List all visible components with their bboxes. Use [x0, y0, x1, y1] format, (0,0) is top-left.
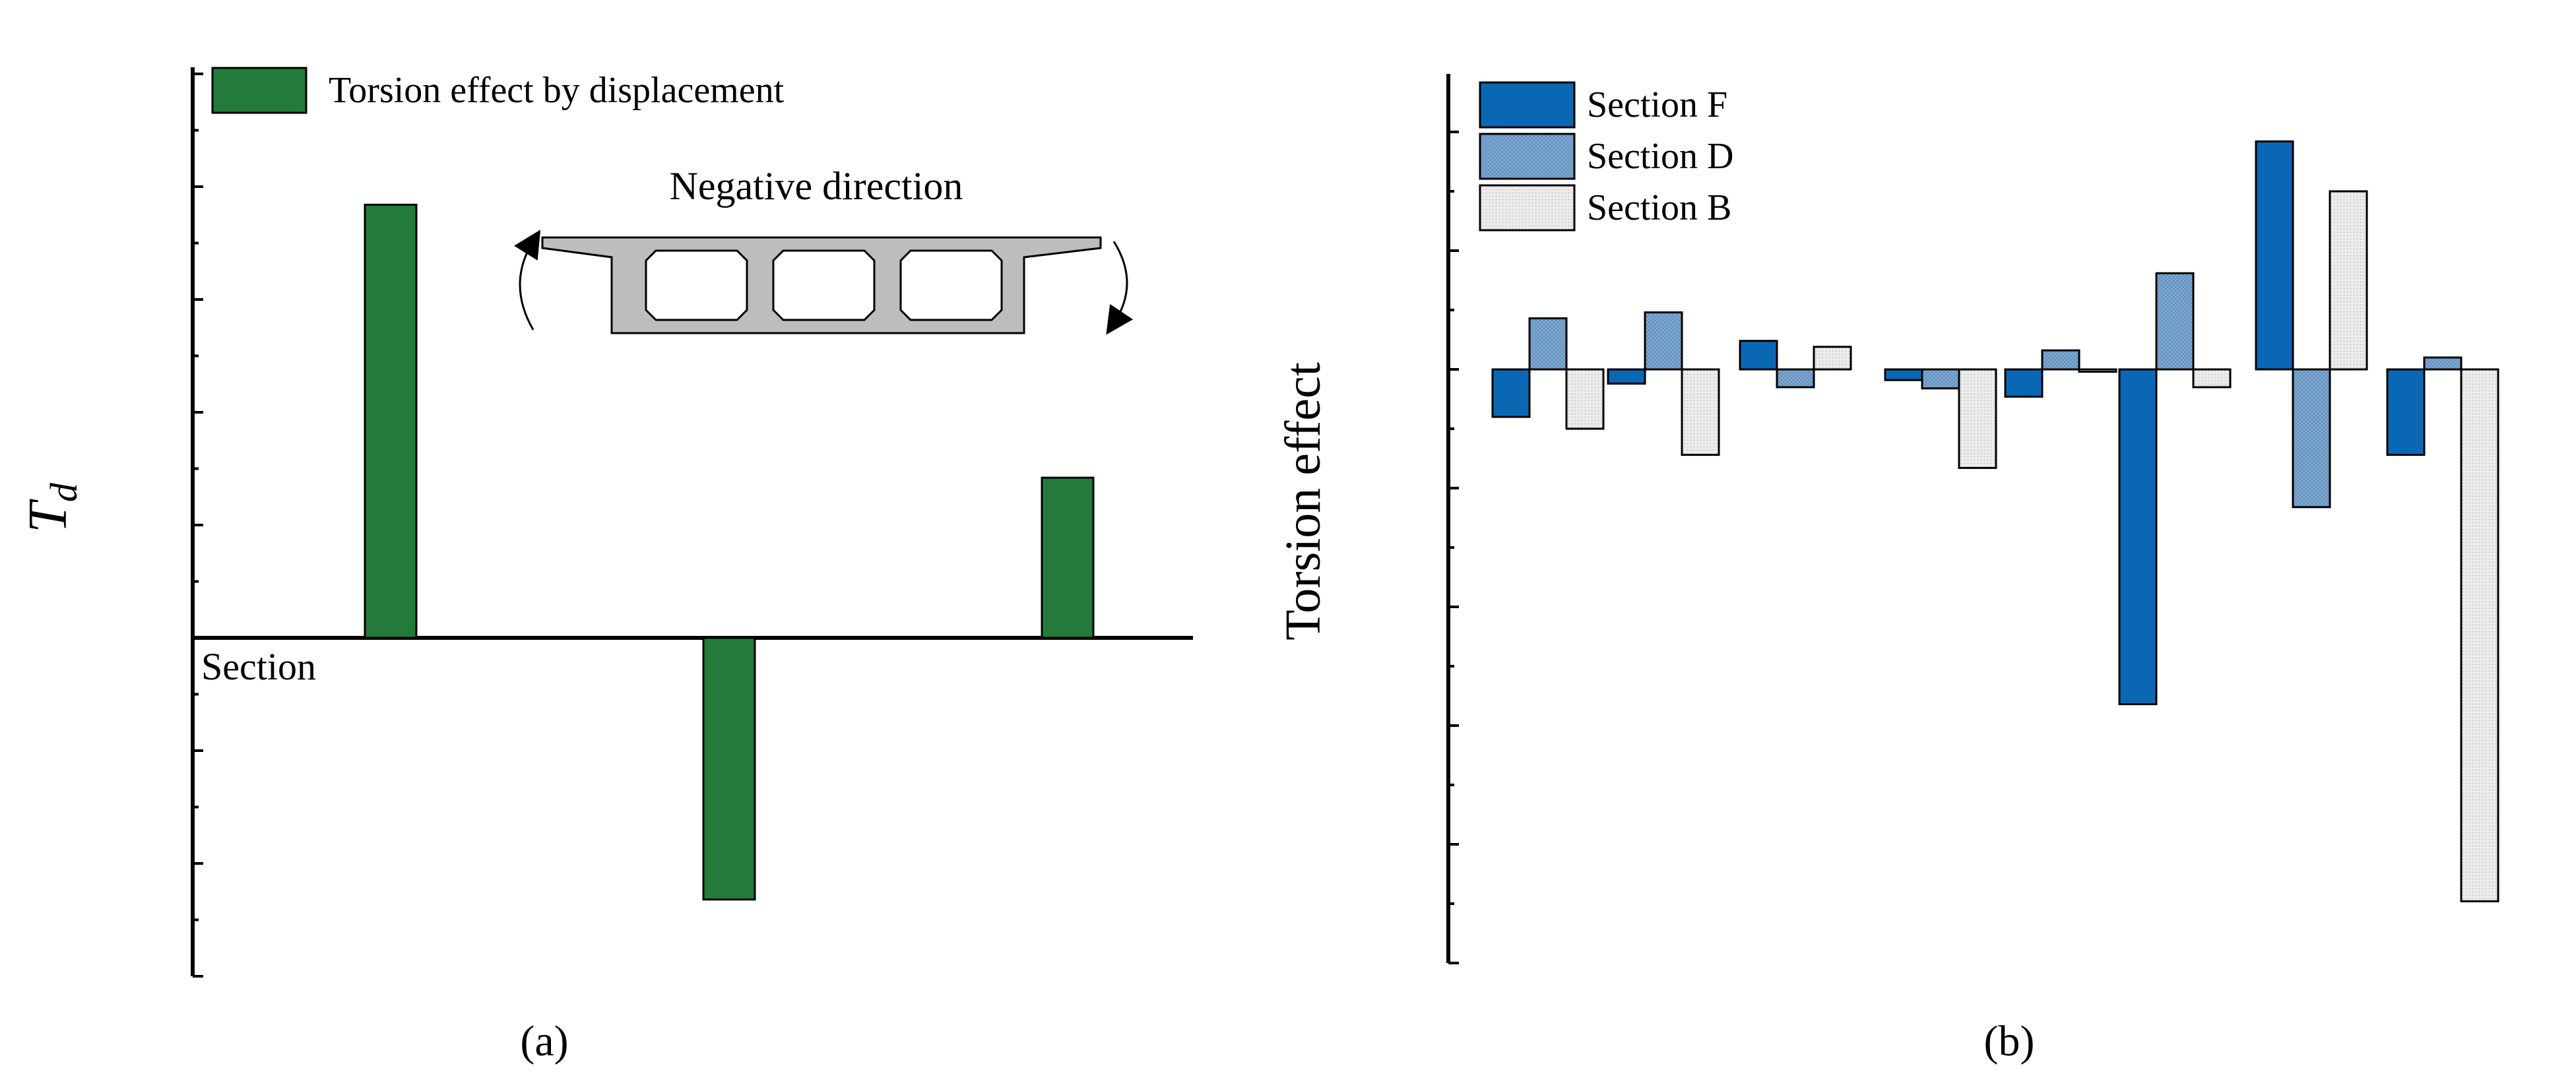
- panel-a-xlabel: Section: [201, 645, 316, 688]
- panel-b-bar-section-f: [1884, 368, 1923, 381]
- panel-a-bar-f: [364, 203, 418, 639]
- panel-b-bar-section-b: [2329, 190, 2368, 371]
- panel-b-bar-section-d: [2041, 349, 2080, 371]
- panel-b-bar-section-b: [2460, 368, 2499, 902]
- panel-a-ylabel-main: T: [17, 499, 79, 533]
- box-girder-cell-3: [899, 249, 1003, 321]
- rotation-arrow-right-icon: [1106, 241, 1134, 335]
- panel-a-bar-d: [702, 637, 756, 901]
- box-girder-cell-2: [772, 249, 876, 321]
- panel-b-bar-section-f: [1739, 340, 1778, 371]
- panel-b-bar-section-d: [1921, 368, 1960, 390]
- panel-b-legend-swatch-f: [1479, 81, 1576, 129]
- panel-a-bar-b: [1041, 476, 1095, 639]
- panel-b-bar-section-f: [2386, 368, 2426, 456]
- panel-b-bar-section-d: [2423, 356, 2463, 371]
- panel-b-bar-section-f: [2004, 368, 2044, 398]
- panel-b-bar-section-d: [1644, 311, 1683, 371]
- panel-b-bar-section-b: [2078, 368, 2117, 373]
- panel-a-annotation: Negative direction: [670, 164, 963, 208]
- panel-b-bar-section-b: [2192, 368, 2232, 389]
- panel-b-legend: Section F Section D Section B: [1479, 81, 1733, 232]
- panel-b-axes: [1446, 74, 1459, 964]
- panel-a-legend-swatch: [211, 67, 307, 114]
- panel-b-bar-section-d: [2292, 368, 2331, 509]
- panel-b-legend-swatch-b: [1479, 184, 1576, 232]
- panel-b-bar-section-f: [1607, 368, 1646, 385]
- panel-a-ylabel: Td: [17, 482, 85, 533]
- panel-a-bars: [364, 203, 1095, 901]
- panel-b-label: (b): [1984, 1017, 2035, 1065]
- panel-a-label: (a): [520, 1017, 568, 1065]
- rotation-arrow-left-icon: [514, 230, 541, 330]
- panel-b: Torsion effect Section F Section D Secti…: [1275, 74, 2499, 1065]
- panel-b-bar-section-f: [2255, 140, 2294, 371]
- panel-b-legend-label-b: Section B: [1587, 187, 1731, 228]
- panel-b-bar-section-b: [1958, 368, 1997, 469]
- panel-b-bar-section-b: [1813, 346, 1852, 371]
- panel-b-bars: [1491, 140, 2499, 902]
- panel-b-legend-label-d: Section D: [1587, 136, 1733, 177]
- panel-b-ylabel: Torsion effect: [1275, 362, 1331, 640]
- panel-a-legend-label: Torsion effect by displacement: [329, 70, 785, 111]
- box-girder-icon: Negative direction: [514, 164, 1134, 335]
- panel-a-ylabel-subscript: d: [42, 482, 85, 502]
- panel-b-bar-section-d: [1528, 317, 1568, 371]
- panel-b-bar-section-d: [2155, 272, 2195, 371]
- box-girder-cell-1: [645, 249, 748, 321]
- panel-b-bar-section-f: [2118, 368, 2158, 706]
- panel-a: Section Td Torsion effect by displacemen…: [17, 67, 1193, 1065]
- panel-b-legend-label-f: Section F: [1587, 84, 1727, 125]
- panel-b-bar-section-f: [1491, 368, 1531, 418]
- panel-b-bar-section-d: [1776, 368, 1815, 389]
- panel-a-axes: [191, 67, 1193, 978]
- panel-b-bar-section-b: [1681, 368, 1720, 456]
- panel-a-legend: Torsion effect by displacement: [211, 67, 785, 114]
- panel-b-legend-swatch-d: [1479, 133, 1576, 180]
- panel-b-bar-section-b: [1565, 368, 1605, 430]
